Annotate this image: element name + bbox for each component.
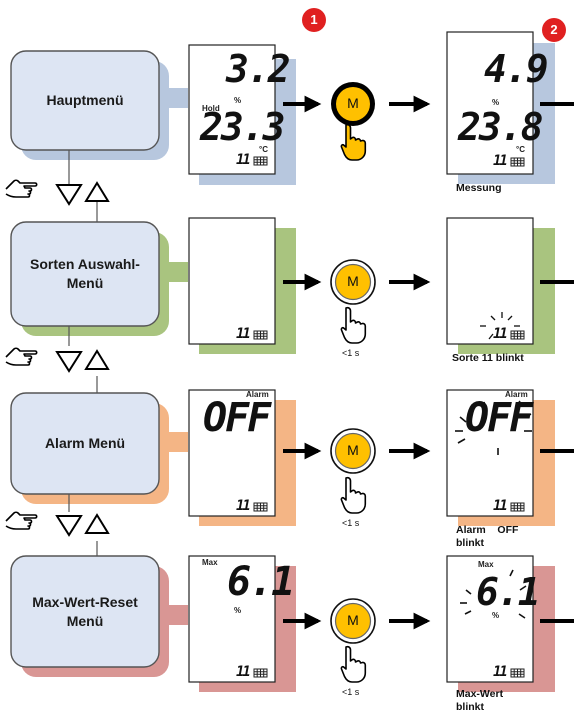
display-value: 6.1: [227, 559, 295, 605]
hand-pressing-icon: [340, 306, 367, 344]
press-duration: <1 s: [342, 518, 360, 528]
display-1b: [446, 31, 534, 175]
menu-label-hauptmenu[interactable]: Hauptmenü: [46, 92, 124, 109]
hand-pressing-icon: [340, 645, 367, 683]
display-value: 23.8: [458, 105, 544, 149]
display-value-blinking: 6.1: [476, 570, 541, 614]
m-button-label[interactable]: M: [347, 95, 359, 111]
hold-indicator: Hold: [202, 104, 220, 113]
triangle-up-icon: [84, 513, 110, 534]
m-button-4: [334, 602, 372, 640]
menu-box-2: [10, 221, 160, 327]
press-duration: <1 s: [342, 687, 360, 697]
sort-number: 11: [493, 153, 508, 169]
triangle-down-icon: [55, 351, 83, 373]
sort-number: 11: [493, 498, 508, 514]
blink-rays-4: [460, 569, 528, 619]
sort-number-blinking: 11: [493, 326, 508, 342]
hand-pointing-icon: [5, 347, 38, 366]
menu-box-3: [10, 392, 160, 495]
display-unit: °C: [516, 145, 525, 154]
display-unit: %: [234, 96, 242, 105]
m-button-label[interactable]: M: [347, 612, 359, 628]
menu-label-alarm[interactable]: Alarm Menü: [44, 435, 126, 452]
alarm-indicator: Alarm: [505, 390, 528, 399]
step-number-1: 1: [310, 12, 318, 27]
hand-pressing-icon: [340, 476, 367, 514]
triangle-down-icon: [55, 184, 83, 206]
menu-box-1: [10, 50, 160, 151]
menu-label-max-reset[interactable]: Max-Wert-Reset Menü: [32, 593, 138, 629]
press-duration: <1 s: [342, 348, 360, 358]
display-unit: %: [492, 611, 500, 620]
display-value: 3.2: [226, 47, 291, 91]
sort-number: 11: [236, 152, 251, 168]
step-badge-2: [542, 18, 566, 42]
triangle-down-icon: [55, 515, 83, 537]
display-2b: [446, 217, 534, 345]
step-number-2: 2: [550, 22, 558, 37]
m-button-label[interactable]: M: [347, 273, 359, 289]
sort-number: 11: [236, 664, 251, 680]
menu-label-sorten[interactable]: Sorten Auswahl- Menü: [30, 256, 140, 291]
caption-max-blinkt: Max-Wert blinkt: [456, 688, 504, 714]
caption-alarm-blinkt: Alarm OFF blinkt: [456, 524, 519, 550]
blink-rays-3: [455, 400, 532, 455]
hand-pointing-icon: [5, 511, 38, 530]
display-3a: [188, 389, 276, 517]
m-button-2: [334, 263, 372, 301]
hand-pressing-icon: [340, 123, 367, 161]
caption-messung: Messung: [456, 182, 502, 194]
display-unit: %: [492, 98, 500, 107]
m-button-label[interactable]: M: [347, 442, 359, 458]
step-badge-1: [302, 8, 326, 32]
display-value: 23.3: [200, 105, 286, 149]
display-4a: [188, 555, 276, 683]
display-unit: °C: [259, 145, 268, 154]
sort-number: 11: [236, 498, 251, 514]
m-button-3: [334, 432, 372, 470]
max-indicator: Max: [478, 560, 494, 569]
m-button-1: [336, 87, 370, 121]
display-value: 4.9: [484, 47, 549, 91]
display-value-blinking: OFF: [465, 395, 533, 441]
display-3b: [446, 389, 534, 517]
blink-rays-2: [480, 312, 520, 340]
hand-pointing-icon: [5, 179, 38, 198]
alarm-indicator: Alarm: [246, 390, 269, 399]
sort-number: 11: [236, 326, 251, 342]
triangle-up-icon: [84, 181, 110, 202]
menu-box-4: [10, 555, 160, 668]
sort-number: 11: [493, 664, 508, 680]
max-indicator: Max: [202, 558, 218, 567]
display-value: OFF: [203, 395, 271, 441]
display-1a: [188, 44, 276, 175]
display-unit: %: [234, 606, 242, 615]
caption-sorte-blinkt: Sorte 11 blinkt: [452, 352, 524, 364]
triangle-up-icon: [84, 349, 110, 370]
display-2a: [188, 217, 276, 345]
display-4b: [446, 555, 534, 683]
